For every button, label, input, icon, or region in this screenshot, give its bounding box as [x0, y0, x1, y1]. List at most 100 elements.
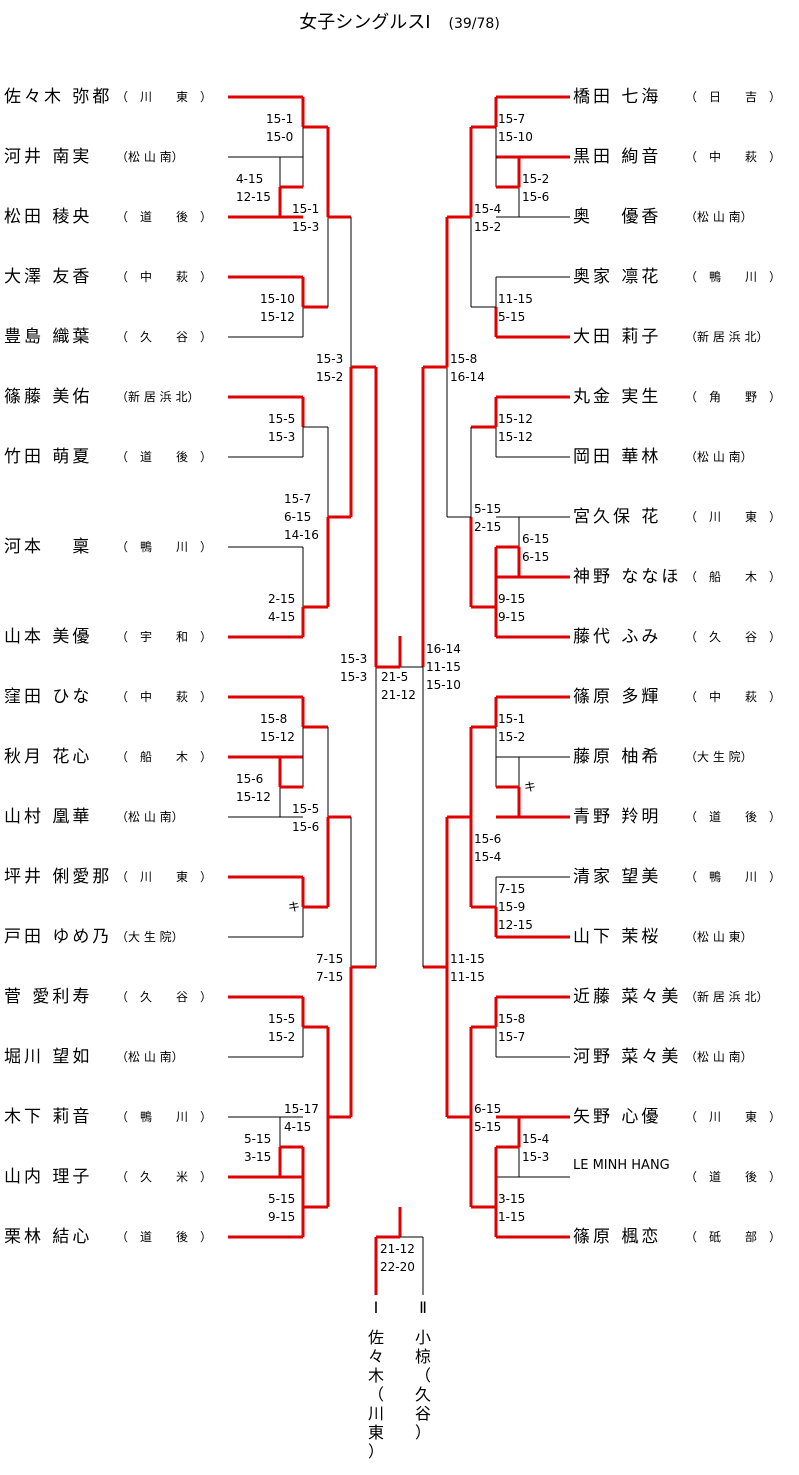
match-score: 3-15	[244, 1150, 272, 1164]
player-name: 青野 羚明	[573, 807, 662, 827]
match-score: 15-12	[498, 412, 533, 426]
player-name: 栗林 結心	[4, 1227, 93, 1247]
player-name: 宮久保 花	[573, 507, 662, 527]
match-score: 6-15	[284, 510, 312, 524]
match-score: 15-3	[522, 1150, 550, 1164]
match-score: 4-15	[284, 1120, 312, 1134]
match-score: 15-12	[260, 310, 295, 324]
match-score: 16-14	[450, 370, 485, 384]
match-score: 15-8	[450, 352, 478, 366]
match-score: 9-15	[498, 610, 526, 624]
player-name: 奥家 凛花	[573, 267, 662, 287]
match-score: 9-15	[498, 592, 526, 606]
match-score: 15-6	[292, 820, 320, 834]
match-score: 15-7	[284, 492, 312, 506]
player-school: （ 久 谷 ）	[116, 330, 213, 344]
match-score: 7-15	[316, 970, 344, 984]
match-score: 15-1	[266, 112, 294, 126]
match-score: 5-15	[474, 502, 502, 516]
page-title: 女子シングルスⅠ(39/78)	[299, 12, 500, 33]
match-score: 15-4	[474, 202, 502, 216]
match-score: 2-15	[474, 520, 502, 534]
match-score: 11-15	[450, 952, 485, 966]
player-school: （松 山 南）	[116, 810, 184, 824]
match-score: 15-17	[284, 1102, 319, 1116]
match-score: 15-1	[292, 202, 320, 216]
match-score: 15-7	[498, 1030, 526, 1044]
match-score: 15-2	[268, 1030, 296, 1044]
player-school: （ 道 後 ）	[685, 1170, 782, 1184]
match-score: 15-12	[260, 730, 295, 744]
player-name: 山内 理子	[4, 1167, 93, 1187]
match-score: 15-2	[522, 172, 550, 186]
match-score: 15-8	[260, 712, 288, 726]
walkover-mark: キ	[524, 780, 537, 794]
match-score: 5-15	[498, 310, 526, 324]
match-score: 7-15	[498, 882, 526, 896]
player-school: （ 久 谷 ）	[685, 630, 782, 644]
player-name: 大田 莉子	[573, 327, 662, 347]
player-name: 佐々木 弥都	[4, 87, 113, 107]
player-name: 河井 南実	[4, 147, 93, 167]
player-school: （ 道 後 ）	[116, 1230, 213, 1244]
match-score: 5-15	[268, 1192, 296, 1206]
match-score: 15-2	[474, 220, 502, 234]
player-name: LE MINH HANG	[573, 1158, 670, 1173]
match-score: 5-15	[474, 1120, 502, 1134]
match-score: 15-6	[522, 190, 550, 204]
player-name: 木下 莉音	[4, 1107, 93, 1127]
player-school: （新 居 浜 北）	[116, 390, 200, 404]
match-score: 15-1	[498, 712, 526, 726]
match-score: 11-15	[450, 970, 485, 984]
match-score: 6-15	[474, 1102, 502, 1116]
player-name: 堀川 望如	[4, 1047, 93, 1067]
player-name: 竹田 萌夏	[4, 447, 93, 467]
player-school: （ 中 萩 ）	[116, 270, 213, 284]
player-school: （松 山 南）	[685, 450, 753, 464]
match-score: 14-16	[284, 528, 319, 542]
match-score: 15-8	[498, 1012, 526, 1026]
player-school: （ 砥 部 ）	[685, 1230, 782, 1244]
match-score: 15-6	[474, 832, 502, 846]
player-school: （ 川 東 ）	[685, 1110, 782, 1124]
player-name: 河野 菜々美	[573, 1047, 682, 1067]
player-school: （大 生 院）	[685, 750, 753, 764]
match-score: 5-15	[244, 1132, 272, 1146]
player-school: （ 中 萩 ）	[685, 690, 782, 704]
match-score: 15-12	[236, 790, 271, 804]
player-name: 岡田 華林	[573, 447, 662, 467]
player-name: 藤代 ふみ	[573, 627, 662, 647]
match-score: 15-4	[474, 850, 502, 864]
match-score: 15-2	[498, 730, 526, 744]
match-score: 15-9	[498, 900, 526, 914]
match-score: 15-10	[426, 678, 461, 692]
player-school: （ 久 谷 ）	[116, 990, 213, 1004]
match-score: 21-5	[381, 670, 409, 684]
player-school: （ 中 萩 ）	[685, 150, 782, 164]
player-school: （ 川 東 ）	[116, 90, 213, 104]
player-school: （松 山 南）	[685, 1050, 753, 1064]
player-name: 河本 稟	[4, 537, 93, 557]
match-score: 15-3	[340, 670, 368, 684]
match-score: 11-15	[498, 292, 533, 306]
player-name: 矢野 心優	[573, 1107, 662, 1127]
player-name: 山下 茉桜	[573, 927, 662, 947]
player-school: （ 船 木 ）	[685, 570, 782, 584]
rank-name-second: 小椋（久谷）	[414, 1328, 431, 1442]
player-school: （ 鴨 川 ）	[116, 540, 213, 554]
player-name: 黒田 絢音	[573, 147, 662, 167]
player-school: （ 道 後 ）	[116, 210, 213, 224]
player-school: （ 日 吉 ）	[685, 90, 782, 104]
match-score: 4-15	[268, 610, 296, 624]
match-score: 21-12	[380, 1242, 415, 1256]
walkover-mark: キ	[288, 900, 301, 914]
player-name: 豊島 織葉	[4, 327, 93, 347]
match-score: 1-15	[498, 1210, 526, 1224]
match-score: 15-7	[498, 112, 526, 126]
player-school: （松 山 東）	[685, 930, 753, 944]
player-name: 篠原 多輝	[573, 687, 662, 707]
match-score: 16-14	[426, 642, 461, 656]
player-name: 篠原 楓恋	[573, 1227, 662, 1247]
player-name: 松田 稜央	[4, 207, 93, 227]
